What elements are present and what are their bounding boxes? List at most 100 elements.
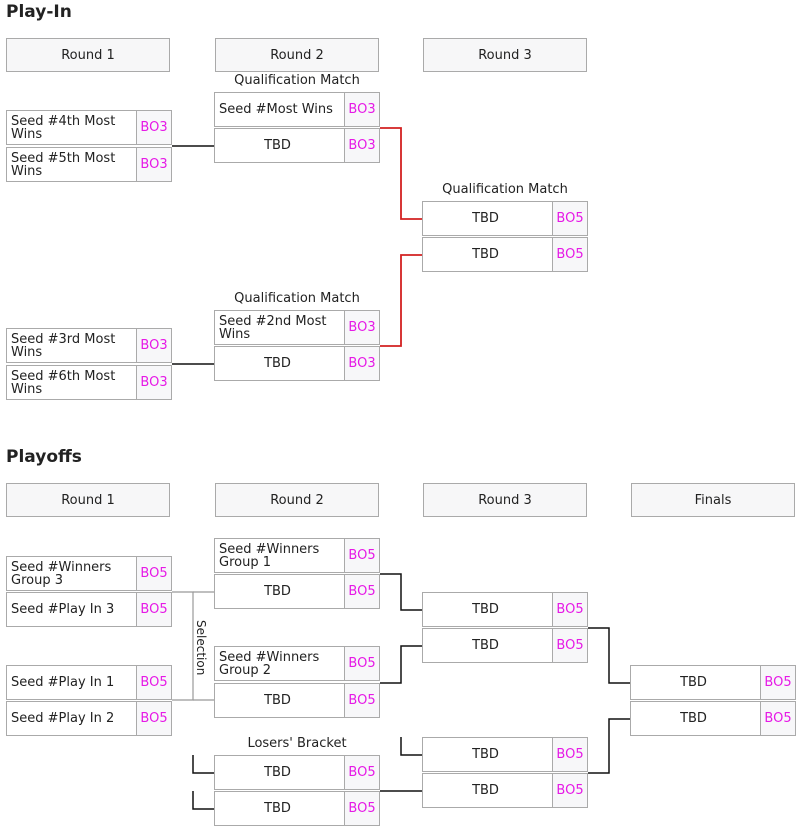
- series-format: BO3: [344, 129, 379, 162]
- series-format: BO5: [760, 702, 795, 735]
- series-format: BO5: [344, 647, 379, 680]
- match-slot[interactable]: TBD BO5: [422, 592, 588, 627]
- losers-bracket-caption: Losers' Bracket: [247, 736, 347, 751]
- playin-round-1-header: Round 1: [6, 38, 170, 72]
- match-slot[interactable]: TBD BO5: [422, 737, 588, 772]
- match-slot[interactable]: Seed #Winners Group 3 BO5: [6, 556, 172, 591]
- series-format: BO5: [760, 666, 795, 699]
- series-format: BO5: [552, 202, 587, 235]
- match-slot[interactable]: TBD BO5: [422, 201, 588, 236]
- match-slot[interactable]: TBD BO3: [214, 128, 380, 163]
- series-format: BO3: [136, 329, 171, 362]
- match-slot[interactable]: TBD BO5: [422, 628, 588, 663]
- team-name: TBD: [472, 247, 499, 262]
- series-format: BO3: [136, 366, 171, 399]
- connector-line: [588, 718, 630, 774]
- connector-line-highlight: [380, 254, 422, 347]
- team-name: TBD: [264, 765, 291, 780]
- series-format: BO3: [344, 93, 379, 126]
- match-slot[interactable]: TBD BO5: [214, 791, 380, 826]
- match-slot[interactable]: TBD BO5: [422, 237, 588, 272]
- match-slot[interactable]: TBD BO5: [214, 574, 380, 609]
- team-name: TBD: [680, 675, 707, 690]
- series-format: BO5: [136, 557, 171, 590]
- match-slot[interactable]: Seed #4th Most Wins BO3: [6, 110, 172, 145]
- connector-line: [400, 737, 422, 756]
- series-format: BO5: [552, 738, 587, 771]
- match-slot[interactable]: TBD BO3: [214, 346, 380, 381]
- qualification-match-caption: Qualification Match: [234, 291, 360, 306]
- series-format: BO3: [344, 347, 379, 380]
- connector-line: [588, 627, 630, 684]
- series-format: BO3: [344, 311, 379, 344]
- team-name: TBD: [680, 711, 707, 726]
- team-name: Seed #Play In 3: [11, 602, 115, 617]
- match-slot[interactable]: Seed #Play In 3 BO5: [6, 592, 172, 627]
- series-format: BO5: [344, 684, 379, 717]
- series-format: BO5: [344, 539, 379, 572]
- match-slot[interactable]: TBD BO5: [214, 755, 380, 790]
- series-format: BO3: [136, 148, 171, 181]
- match-slot[interactable]: Seed #6th Most Wins BO3: [6, 365, 172, 400]
- team-name: Seed #4th Most Wins: [11, 113, 116, 142]
- match-slot[interactable]: Seed #Play In 2 BO5: [6, 701, 172, 736]
- series-format: BO3: [136, 111, 171, 144]
- connector-line-highlight: [380, 127, 422, 220]
- series-format: BO5: [552, 774, 587, 807]
- match-slot[interactable]: TBD BO5: [422, 773, 588, 808]
- team-name: TBD: [264, 356, 291, 371]
- match-slot[interactable]: Seed #Winners Group 1 BO5: [214, 538, 380, 573]
- team-name: Seed #2nd Most Wins: [219, 313, 327, 342]
- qualification-match-caption: Qualification Match: [442, 182, 568, 197]
- match-slot[interactable]: TBD BO5: [630, 665, 796, 700]
- series-format: BO5: [552, 629, 587, 662]
- playoffs-round-2-header: Round 2: [215, 483, 379, 517]
- series-format: BO5: [344, 575, 379, 608]
- match-slot[interactable]: TBD BO5: [630, 701, 796, 736]
- series-format: BO5: [552, 593, 587, 626]
- playin-round-2-header: Round 2: [215, 38, 379, 72]
- team-name: Seed #3rd Most Wins: [11, 331, 116, 360]
- match-slot[interactable]: Seed #Most Wins BO3: [214, 92, 380, 127]
- match-slot[interactable]: Seed #Play In 1 BO5: [6, 665, 172, 700]
- qualification-match-caption: Qualification Match: [234, 73, 360, 88]
- team-name: TBD: [264, 801, 291, 816]
- team-name: TBD: [472, 783, 499, 798]
- playoffs-round-1-header: Round 1: [6, 483, 170, 517]
- team-name: TBD: [472, 638, 499, 653]
- team-name: TBD: [472, 602, 499, 617]
- series-format: BO5: [136, 593, 171, 626]
- playin-title: Play-In: [6, 2, 72, 22]
- playoffs-round-3-header: Round 3: [423, 483, 587, 517]
- match-slot[interactable]: Seed #3rd Most Wins BO3: [6, 328, 172, 363]
- team-name: Seed #Winners Group 1: [219, 541, 320, 570]
- series-format: BO5: [136, 702, 171, 735]
- playoffs-title: Playoffs: [6, 447, 82, 467]
- team-name: Seed #Play In 1: [11, 675, 115, 690]
- series-format: BO5: [344, 756, 379, 789]
- match-slot[interactable]: Seed #2nd Most Wins BO3: [214, 310, 380, 345]
- connector-line: [192, 755, 214, 774]
- series-format: BO5: [552, 238, 587, 271]
- connector-line: [380, 573, 422, 611]
- team-name: Seed #Most Wins: [219, 102, 333, 117]
- match-slot[interactable]: Seed #Winners Group 2 BO5: [214, 646, 380, 681]
- connector-line: [192, 791, 214, 810]
- series-format: BO5: [344, 792, 379, 825]
- selection-label: Selection: [194, 620, 208, 676]
- connector-line: [380, 645, 422, 684]
- team-name: Seed #Play In 2: [11, 711, 115, 726]
- match-slot[interactable]: Seed #5th Most Wins BO3: [6, 147, 172, 182]
- playin-round-3-header: Round 3: [423, 38, 587, 72]
- team-name: Seed #Winners Group 2: [219, 649, 320, 678]
- team-name: TBD: [472, 747, 499, 762]
- team-name: TBD: [264, 693, 291, 708]
- match-slot[interactable]: TBD BO5: [214, 683, 380, 718]
- playoffs-finals-header: Finals: [631, 483, 795, 517]
- series-format: BO5: [136, 666, 171, 699]
- team-name: Seed #5th Most Wins: [11, 150, 116, 179]
- team-name: Seed #6th Most Wins: [11, 368, 116, 397]
- team-name: Seed #Winners Group 3: [11, 559, 112, 588]
- selection-bracket: [172, 591, 194, 701]
